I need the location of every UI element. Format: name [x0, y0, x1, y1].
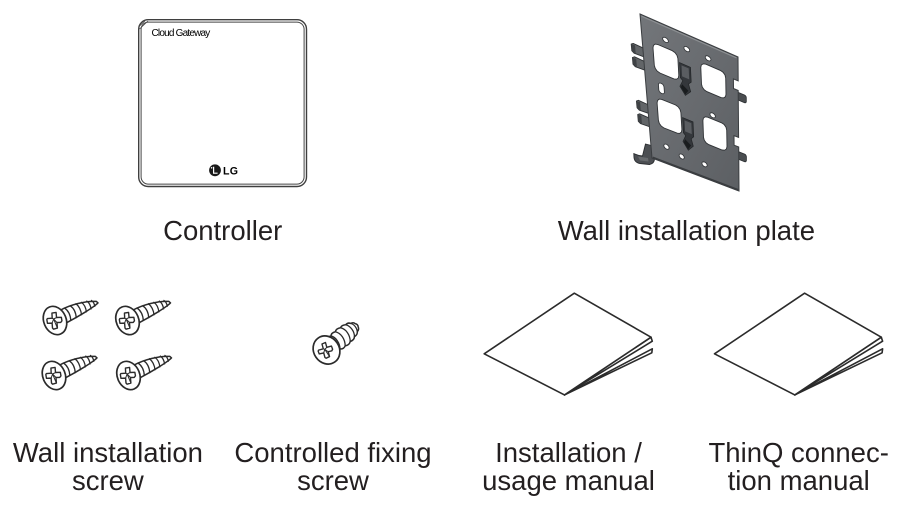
svg-text:LG: LG [223, 165, 238, 177]
svg-text:Cloud Gateway: Cloud Gateway [152, 28, 211, 39]
